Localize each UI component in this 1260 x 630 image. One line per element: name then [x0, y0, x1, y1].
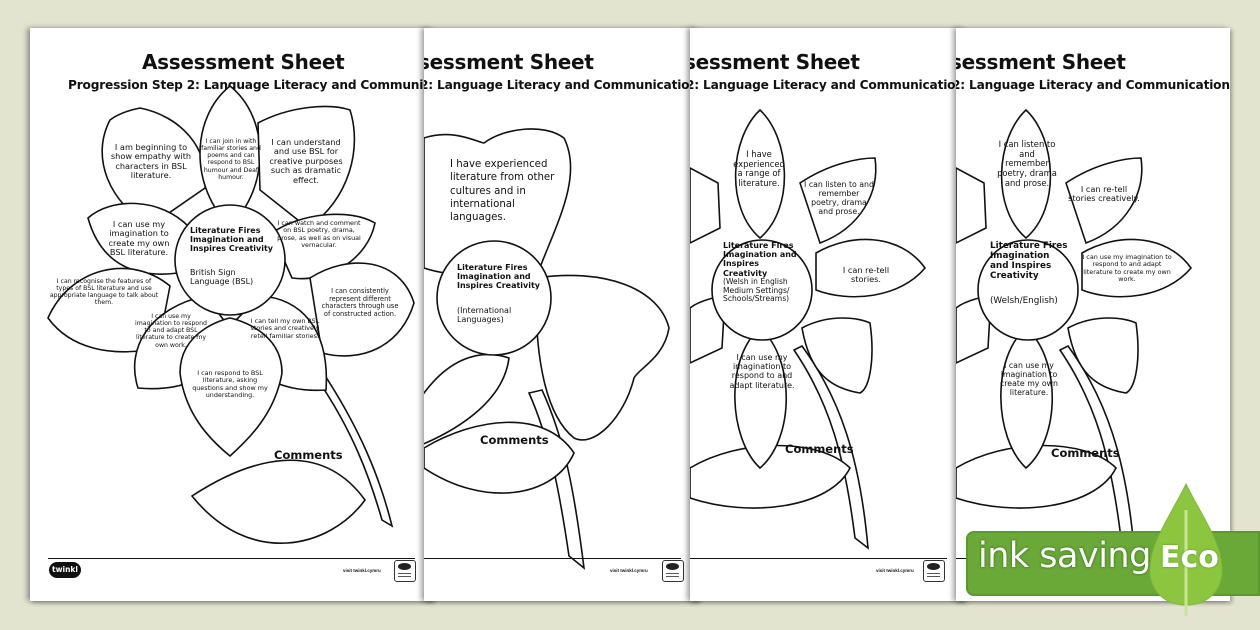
flower-drawing — [424, 128, 670, 570]
petal-bottom — [734, 326, 788, 470]
petal-text: I have experienced a range of literature… — [733, 149, 785, 188]
sheet-subtitle: Progression Step 2: Language Literacy an… — [68, 78, 433, 92]
sheet-subtitle: 2: Language Literacy and Communication — [690, 78, 964, 92]
petal-large-right — [535, 274, 670, 441]
assessment-sheet-welsh-english-medium: sessment Sheet 2: Language Literacy and … — [690, 28, 965, 601]
flower-drawing — [47, 84, 415, 544]
center-title: Literature Fires Imagination and Inspire… — [723, 241, 797, 278]
flower-center — [436, 240, 552, 356]
petal-text: I can join in with familiar stories and … — [201, 138, 261, 181]
twinkl-logo: twinkl — [49, 562, 81, 578]
comments-leaf — [190, 459, 366, 544]
petal-upper-right — [1065, 157, 1143, 245]
footer-url: visit twinkl.cymru — [610, 568, 648, 573]
center-subtitle: (Welsh/English) — [990, 296, 1058, 306]
curriculum-badge-icon — [394, 560, 416, 582]
center-title: Literature Fires Imagination and Inspire… — [457, 263, 541, 291]
flower-drawing — [956, 108, 1193, 550]
petal-text: I can use my imagination to create my ow… — [108, 219, 170, 258]
petal-large-bottom-left — [424, 353, 510, 445]
petal-text: I can re-tell stories creatively. — [1068, 184, 1140, 204]
petal-text: I have experienced literature from other… — [450, 159, 555, 223]
footer-divider — [690, 558, 947, 559]
center-subtitle: British Sign Language (BSL) — [190, 268, 254, 287]
comments-label: Comments — [480, 433, 549, 447]
sheet-subtitle: 2: Language Literacy and Communication — [956, 78, 1230, 92]
center-subtitle: (Welsh in English Medium Settings/ Schoo… — [723, 277, 790, 304]
petal-text: I can re-tell stories. — [842, 265, 890, 285]
petal-text: I can consistently represent different c… — [321, 287, 399, 318]
comments-leaf — [690, 444, 851, 509]
petal-text: I can tell my own BSL stories and creati… — [250, 317, 320, 340]
petal-10 — [179, 317, 283, 458]
comments-label: Comments — [274, 448, 343, 462]
center-title: Literature Fires Imagination and Inspire… — [990, 241, 1068, 282]
flower-center — [174, 204, 286, 316]
assessment-sheet-bsl: Assessment Sheet Progression Step 2: Lan… — [30, 28, 433, 601]
sheet-title: sessment Sheet — [690, 50, 860, 74]
petal-text: I can understand and use BSL for creativ… — [269, 137, 343, 185]
petal-text: I am beginning to show empathy with char… — [110, 142, 192, 181]
petal-right — [1081, 238, 1193, 298]
petal-text: I can use my imagination to respond to a… — [1082, 253, 1172, 284]
petal-top — [1000, 108, 1052, 240]
comments-label: Comments — [1051, 446, 1120, 460]
flower-center — [977, 239, 1079, 341]
comments-leaf — [956, 444, 1117, 509]
flower-stem — [792, 344, 869, 550]
center-title: Literature Fires Imagination and Inspire… — [190, 226, 274, 254]
petal-text: I can use my imagination to respond to a… — [135, 313, 207, 349]
curriculum-badge-icon — [923, 560, 945, 582]
flower-center — [711, 239, 813, 341]
petal-left-top — [956, 167, 987, 244]
petal-bottom — [1000, 326, 1054, 470]
petal-text: I can use my imagination to create my ow… — [999, 361, 1058, 397]
flower-drawing — [690, 108, 927, 550]
footer-divider — [424, 558, 681, 559]
petal-text: I can listen to and remember poetry, dra… — [804, 180, 874, 216]
petal-text: I can respond to BSL literature, asking … — [192, 369, 268, 400]
petal-7 — [309, 262, 415, 357]
comments-label: Comments — [785, 442, 854, 456]
center-subtitle: (International Languages) — [457, 306, 512, 325]
petal-right — [815, 238, 927, 298]
comments-leaf — [424, 421, 575, 494]
flower-stem — [311, 366, 394, 528]
footer-divider — [48, 558, 415, 559]
sheet-title: Assessment Sheet — [142, 50, 345, 74]
footer-url: visit twinkl.cymru — [343, 568, 381, 573]
eco-badge-text: Eco — [1160, 540, 1219, 575]
leaf-drop-icon — [1149, 482, 1223, 616]
petal-upper-right — [799, 157, 877, 245]
petal-lower-right — [1067, 317, 1139, 394]
petal-left-top — [690, 167, 721, 244]
ink-saving-label: ink saving — [978, 536, 1151, 576]
curriculum-badge-icon — [662, 560, 684, 582]
petal-text: I can recognise the features of types of… — [49, 278, 159, 307]
sheet-title: sessment Sheet — [956, 50, 1126, 74]
petal-text: I can use my imagination to respond to a… — [729, 353, 795, 390]
assessment-sheet-international: sessment Sheet 2: Language Literacy and … — [424, 28, 699, 601]
footer-url: visit twinkl.cymru — [876, 568, 914, 573]
sheet-subtitle: 2: Language Literacy and Communication — [424, 78, 698, 92]
sheet-title: sessment Sheet — [424, 50, 594, 74]
petal-top — [734, 108, 786, 240]
petal-text: I can watch and comment on BSL poetry, d… — [277, 219, 361, 250]
petal-text: I can listen to and remember poetry, dra… — [997, 139, 1057, 188]
petal-6 — [47, 267, 171, 353]
petal-lower-right — [801, 317, 873, 394]
